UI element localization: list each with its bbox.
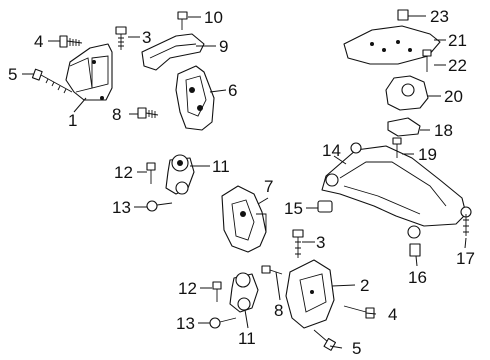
callout-21: 21: [448, 31, 467, 50]
callout-12-lower: 12: [178, 279, 197, 298]
bolt-long-5: [31, 68, 73, 94]
callout-13-lower: 13: [176, 314, 195, 333]
callout-4-lower: 4: [388, 305, 397, 324]
bolt-12-upper: [146, 162, 156, 184]
callout-9: 9: [219, 37, 228, 56]
mount-20: [385, 75, 429, 111]
engine-mount-left: [65, 43, 113, 101]
callout-4-upper: 4: [34, 32, 43, 51]
callout-11-upper: 11: [212, 157, 230, 176]
bolt-8: [137, 107, 159, 119]
callout-7: 7: [264, 177, 273, 196]
bolt-vertical-3: [115, 26, 127, 50]
callout-19: 19: [418, 145, 437, 164]
bushing-mount-11-upper: [165, 154, 195, 195]
bolt-13-lower: [209, 317, 237, 329]
callout-15: 15: [284, 199, 303, 218]
callout-8-upper: 8: [112, 105, 121, 124]
callout-13-upper: 13: [112, 198, 131, 217]
bracket-6: [175, 65, 215, 131]
callout-23: 23: [430, 7, 449, 26]
bolt-12-lower: [212, 281, 222, 302]
nut-16: [409, 243, 421, 257]
callout-6: 6: [228, 81, 237, 100]
bolt-3-lower: [292, 229, 304, 258]
bolt-8-lower: [261, 265, 283, 275]
callout-20: 20: [444, 87, 463, 106]
callout-3-upper: 3: [142, 28, 151, 47]
bushing-mount-11-lower: [229, 272, 259, 313]
callout-8-lower: 8: [274, 301, 283, 320]
bolt-13-upper: [146, 200, 173, 212]
callout-10: 10: [204, 8, 223, 27]
callout-11-lower: 11: [238, 329, 256, 348]
callout-5-lower: 5: [352, 339, 361, 358]
leader-lines: [22, 15, 467, 349]
bolt-left-4: [59, 35, 83, 48]
callout-16: 16: [408, 268, 427, 287]
callout-1: 1: [68, 111, 77, 130]
bolt-22: [422, 49, 432, 72]
bolt-19: [392, 137, 402, 158]
clip-15: [317, 200, 333, 213]
bracket-7: [221, 185, 267, 253]
crossmember-14: [321, 142, 472, 239]
bolt-4-lower: [343, 305, 375, 319]
bracket-21: [343, 25, 441, 65]
callout-12-upper: 12: [114, 163, 133, 182]
engine-mount-right: [285, 259, 335, 329]
callout-14: 14: [322, 141, 341, 160]
callout-3-lower: 3: [316, 233, 325, 252]
nut-23: [397, 9, 409, 21]
callout-17: 17: [456, 249, 475, 268]
bolt-5-lower: [313, 329, 337, 351]
callout-22: 22: [448, 56, 467, 75]
callout-5-upper: 5: [8, 65, 17, 84]
bolt-10: [177, 11, 188, 30]
shield-bracket-9: [141, 33, 205, 71]
callout-18: 18: [434, 121, 453, 140]
bracket-18: [387, 117, 421, 137]
callout-2: 2: [360, 276, 369, 295]
bolt-17: [463, 214, 469, 236]
